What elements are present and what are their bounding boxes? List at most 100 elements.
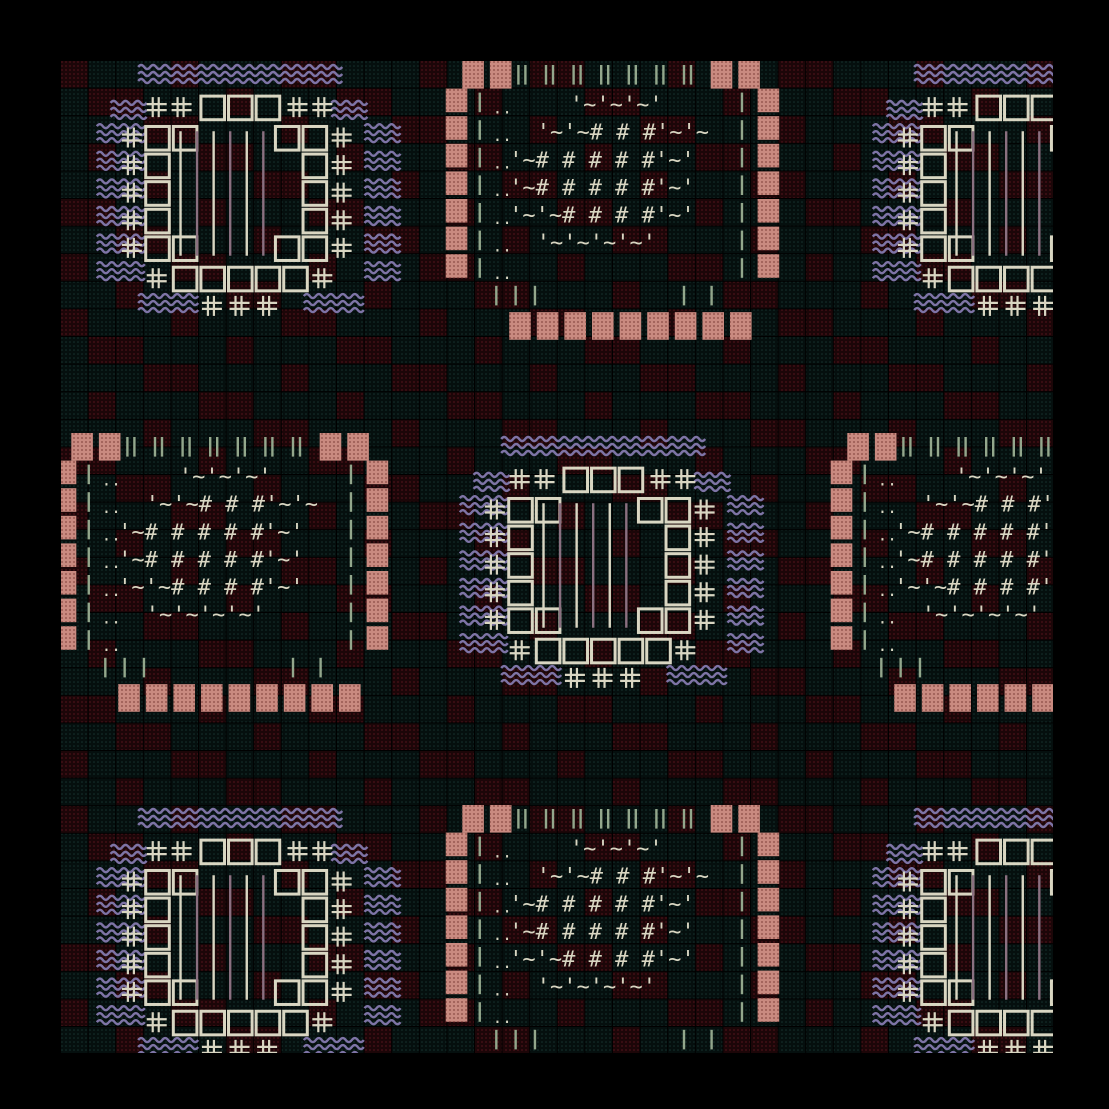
texture-cell	[806, 61, 833, 88]
vertical-bar	[985, 437, 988, 457]
glyph-text: ..	[493, 842, 512, 861]
texture-cell	[419, 1027, 447, 1053]
double-cross-icon	[897, 210, 918, 231]
texture-cell	[337, 364, 364, 392]
texture-cell	[999, 309, 1026, 336]
dotted-block	[647, 312, 669, 340]
texture-cell	[392, 640, 419, 668]
dotted-block	[445, 943, 468, 967]
double-cross-icon	[509, 640, 530, 661]
texture-cell	[171, 337, 198, 364]
wave-icon	[95, 956, 146, 964]
texture-cell	[309, 392, 336, 419]
texture-cell	[557, 530, 585, 557]
dotted-block	[445, 143, 468, 168]
texture-cell	[143, 309, 171, 336]
texture-cell	[806, 199, 833, 226]
texture-cell	[751, 723, 778, 750]
vertical-bar	[160, 437, 164, 457]
wave-icon	[693, 478, 732, 486]
texture-cell	[806, 916, 833, 944]
text-tile: '~'~'~''~'~# # #'~'~'~# # # # #'~''~# # …	[61, 433, 389, 712]
glyph-text: ..	[878, 470, 897, 489]
texture-cell	[557, 143, 585, 171]
glyph-text: ..	[493, 209, 512, 228]
texture-cell	[833, 806, 861, 833]
texture-cell	[199, 530, 226, 557]
texture-cell	[723, 143, 750, 171]
wave-icon	[871, 1005, 922, 1012]
texture-cell	[337, 309, 364, 336]
texture-cell	[778, 447, 806, 474]
texture-cell	[171, 613, 198, 640]
texture-cell	[971, 557, 999, 585]
texture-cell	[419, 861, 447, 888]
wave-icon	[871, 908, 922, 915]
double-cross-icon	[121, 237, 142, 258]
texture-cell	[143, 613, 171, 640]
texture-cell	[971, 475, 999, 502]
wave-icon	[458, 605, 509, 612]
texture-cell	[916, 502, 944, 530]
vertical-bar	[264, 437, 267, 457]
vertical-bar	[1047, 437, 1050, 457]
vertical-bar	[682, 285, 686, 306]
double-cross-icon	[121, 127, 142, 148]
vertical-bar	[517, 809, 520, 829]
texture-cell	[640, 751, 668, 778]
wave-icon	[363, 936, 402, 943]
double-cross-icon	[171, 97, 192, 118]
glyph-text: '~'~'~'	[955, 465, 1048, 490]
wave-icon	[458, 536, 509, 543]
outline-box	[920, 896, 947, 924]
texture-cell	[392, 199, 419, 226]
outline-box	[920, 924, 947, 951]
texture-cell	[971, 364, 999, 392]
wave-icon	[726, 619, 765, 626]
dotted-block	[445, 199, 468, 223]
texture-cell	[419, 281, 447, 309]
texture-cell	[585, 778, 612, 806]
texture-cell	[88, 61, 116, 88]
vertical-bar	[740, 258, 744, 278]
texture-cell	[1027, 778, 1053, 806]
double-cross-icon	[331, 981, 352, 1002]
dotted-block	[830, 626, 853, 650]
texture-cell	[751, 640, 778, 668]
texture-cell	[309, 778, 336, 806]
texture-cell	[613, 199, 640, 226]
texture-cell	[806, 171, 833, 198]
texture-cell	[392, 309, 419, 336]
texture-cell	[419, 88, 447, 116]
texture-cell	[502, 751, 530, 778]
wave-icon	[871, 963, 922, 971]
vertical-bar	[478, 1002, 481, 1022]
texture-cell	[475, 695, 502, 723]
texture-cell	[143, 640, 171, 668]
vertical-bar	[349, 519, 353, 540]
wave-icon	[95, 137, 146, 144]
glyph-text: ..	[493, 181, 512, 200]
vertical-bar	[181, 437, 184, 457]
texture-cell	[61, 806, 88, 833]
texture-cell	[861, 833, 888, 861]
text-tile: '~'~'~''~'~# # #'~'~'~# # # # #'~''~# # …	[830, 433, 1053, 712]
texture-cell	[254, 88, 281, 116]
outline-box	[227, 1009, 254, 1037]
vertical-bar	[495, 285, 498, 306]
vertical-bar	[291, 437, 295, 457]
dotted-block	[462, 61, 484, 89]
texture-cell	[944, 585, 971, 612]
texture-cell	[419, 364, 447, 392]
wave-icon	[363, 956, 402, 964]
texture-cell	[806, 778, 833, 806]
texture-cell	[171, 557, 198, 585]
wave-icon	[871, 894, 922, 901]
texture-cell	[861, 337, 888, 364]
texture-cell	[806, 254, 833, 281]
double-cross-icon	[121, 182, 142, 203]
texture-cell	[364, 723, 392, 750]
vertical-bar	[880, 657, 883, 678]
texture-cell	[971, 199, 999, 226]
texture-cell	[778, 143, 806, 171]
